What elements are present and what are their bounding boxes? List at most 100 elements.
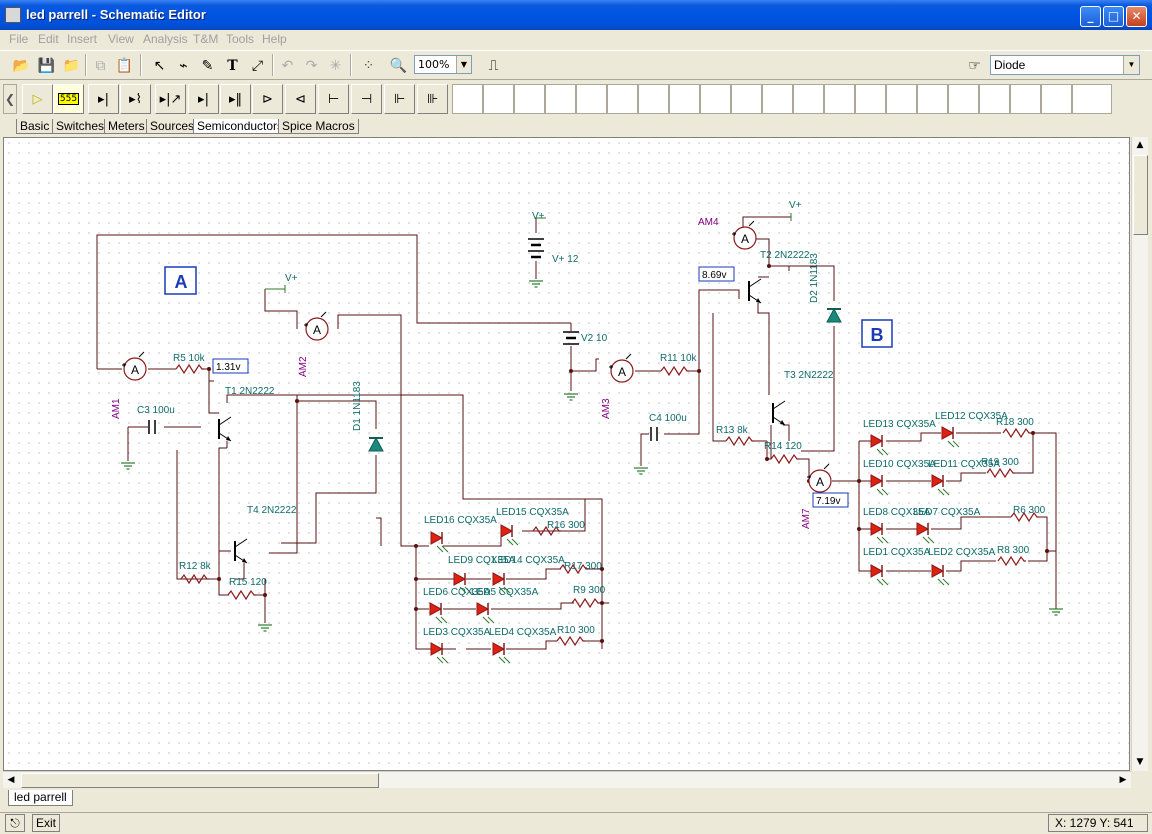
redo-icon[interactable]: ↷ (305, 57, 318, 74)
probe-icon[interactable]: ⤢ (251, 57, 264, 74)
palette-empty-slot (545, 84, 576, 114)
pencil-icon[interactable]: ✎ (201, 57, 214, 74)
zoom-icon[interactable]: 🔍 (389, 57, 408, 74)
palette-varactor-icon[interactable]: ▸‖ (220, 84, 251, 114)
palette-empty-slot (979, 84, 1010, 114)
main-toolbar (0, 50, 1152, 80)
palette-npn-icon[interactable]: ⊳ (252, 84, 283, 114)
menu-view[interactable]: View (108, 32, 134, 46)
close-button[interactable]: ✕ (1126, 6, 1147, 27)
grid-icon[interactable]: ⁘ (362, 57, 375, 74)
palette-555-icon[interactable]: 555 (53, 84, 84, 114)
scroll-right-icon[interactable]: ▶ (1119, 775, 1127, 785)
maximize-button[interactable]: □ (1103, 6, 1124, 27)
vertical-scrollbar[interactable]: ▲ ▼ (1131, 137, 1148, 771)
palette-mosfet-p-icon[interactable]: ⊩ (384, 84, 415, 114)
r9-label: R9 300 (573, 585, 606, 596)
palette-empty-slot (1072, 84, 1112, 114)
palette-schottky-icon[interactable]: ▸| (188, 84, 219, 114)
app-icon[interactable] (5, 7, 21, 23)
menu-file[interactable]: File (9, 32, 29, 46)
palette-led-icon[interactable]: ▸|↗ (155, 84, 186, 114)
palette-empty-slot (669, 84, 700, 114)
menu-analysis[interactable]: Analysis (143, 32, 188, 46)
t4-label: T4 2N2222 (247, 505, 297, 516)
palette-empty-slot (762, 84, 793, 114)
r12-label: R12 8k (179, 561, 212, 572)
menu-tm[interactable]: T&M (193, 32, 219, 46)
scroll-down-icon[interactable]: ▼ (1136, 757, 1144, 767)
am7-label: AM7 (801, 508, 812, 529)
am2-meter-label: A (313, 323, 321, 337)
t2-label: T2 2N2222 (760, 250, 810, 261)
copy-icon[interactable]: ⧉ (95, 57, 106, 74)
palette-amp-icon[interactable]: ▷ (22, 84, 53, 114)
junction-icon[interactable]: ✳ (329, 57, 342, 74)
minimize-button[interactable]: _ (1080, 6, 1101, 27)
tab-switches[interactable]: Switches (52, 119, 109, 134)
schematic-drawing: A A A A A A B 1.31v 8.69v 7.19v V+ V+ V+… (96, 200, 1064, 664)
palette-jfet-icon[interactable]: ⊢ (318, 84, 349, 114)
am1-readout: 1.31v (216, 362, 240, 373)
box-label-a: A (175, 272, 188, 292)
undo-icon[interactable]: ↶ (281, 57, 294, 74)
r10-label: R10 300 (557, 625, 595, 636)
vplus-label-a: V+ (285, 273, 298, 284)
vplus-label-top: V+ (532, 211, 545, 222)
paste-icon[interactable]: 📋 (115, 57, 134, 74)
palette-diode-icon[interactable]: ▸| (88, 84, 119, 114)
palette-scroll-left[interactable]: ❮ (3, 84, 17, 114)
scroll-up-icon[interactable]: ▲ (1136, 140, 1144, 150)
led13-label: LED13 CQX35A (863, 419, 936, 430)
tab-semiconductors[interactable]: Semiconductors (193, 119, 288, 134)
toolbar-separator (272, 54, 274, 76)
menu-edit[interactable]: Edit (38, 32, 59, 46)
menu-help[interactable]: Help (262, 32, 287, 46)
palette-empty-slot (855, 84, 886, 114)
d1-label: D1 1N1183 (352, 381, 363, 431)
tab-sources[interactable]: Sources (146, 119, 199, 134)
part-select[interactable]: Diode▼ (990, 55, 1140, 75)
palette-empty-slot (514, 84, 545, 114)
r15-label: R15 120 (229, 577, 267, 588)
palette-zener-icon[interactable]: ▸⌇ (120, 84, 151, 114)
scroll-left-icon[interactable]: ◀ (7, 775, 15, 785)
horizontal-scrollbar[interactable]: ◀ ▶ (3, 771, 1131, 788)
open-icon[interactable]: 📂 (12, 57, 31, 74)
palette-empty-slot (700, 84, 731, 114)
save-icon[interactable]: 💾 (37, 57, 56, 74)
schematic-canvas[interactable]: A A A A A A B 1.31v 8.69v 7.19v V+ V+ V+… (3, 137, 1130, 771)
menu-tools[interactable]: Tools (226, 32, 255, 46)
palette-empty-slot (638, 84, 669, 114)
palette-empty-slot (886, 84, 917, 114)
palette-mosfet-n-icon[interactable]: ⊣ (351, 84, 382, 114)
r5-label: R5 10k (173, 353, 206, 364)
am7-readout: 7.19v (816, 496, 840, 507)
palette-empty-slot (731, 84, 762, 114)
tab-meters[interactable]: Meters (104, 119, 149, 134)
text-icon[interactable]: T (227, 57, 238, 74)
tab-spice-macros[interactable]: Spice Macros (278, 119, 359, 134)
exit-icon[interactable]: ⎋ (5, 814, 25, 832)
window-title: led parrell - Schematic Editor (26, 7, 206, 22)
vertical-scroll-thumb[interactable] (1133, 155, 1148, 235)
horizontal-scroll-thumb[interactable] (21, 773, 379, 788)
zoom-select[interactable]: 100%▼ (414, 55, 472, 74)
led5-label: LED5 CQX35A (471, 587, 539, 598)
palette-igbt-icon[interactable]: ⊪ (417, 84, 448, 114)
wire-icon[interactable]: ⌁ (179, 57, 188, 74)
open-folder-icon[interactable]: 📁 (62, 57, 81, 74)
sheet-tab[interactable]: led parrell (8, 790, 73, 806)
part-icon[interactable]: ☞ (968, 57, 981, 74)
tab-basic[interactable]: Basic (16, 119, 54, 134)
palette-empty-slot (452, 84, 483, 114)
pointer-icon[interactable]: ↖ (153, 57, 166, 74)
palette-pnp-icon[interactable]: ⊲ (285, 84, 316, 114)
led6-label: LED6 CQX35A (423, 587, 491, 598)
component-icon[interactable]: ⎍ (488, 57, 499, 74)
exit-button[interactable]: Exit (32, 814, 60, 832)
r16-label: R16 300 (547, 520, 585, 531)
box-label-b: B (871, 325, 884, 345)
menu-insert[interactable]: Insert (67, 32, 98, 46)
t1-label: T1 2N2222 (225, 386, 275, 397)
